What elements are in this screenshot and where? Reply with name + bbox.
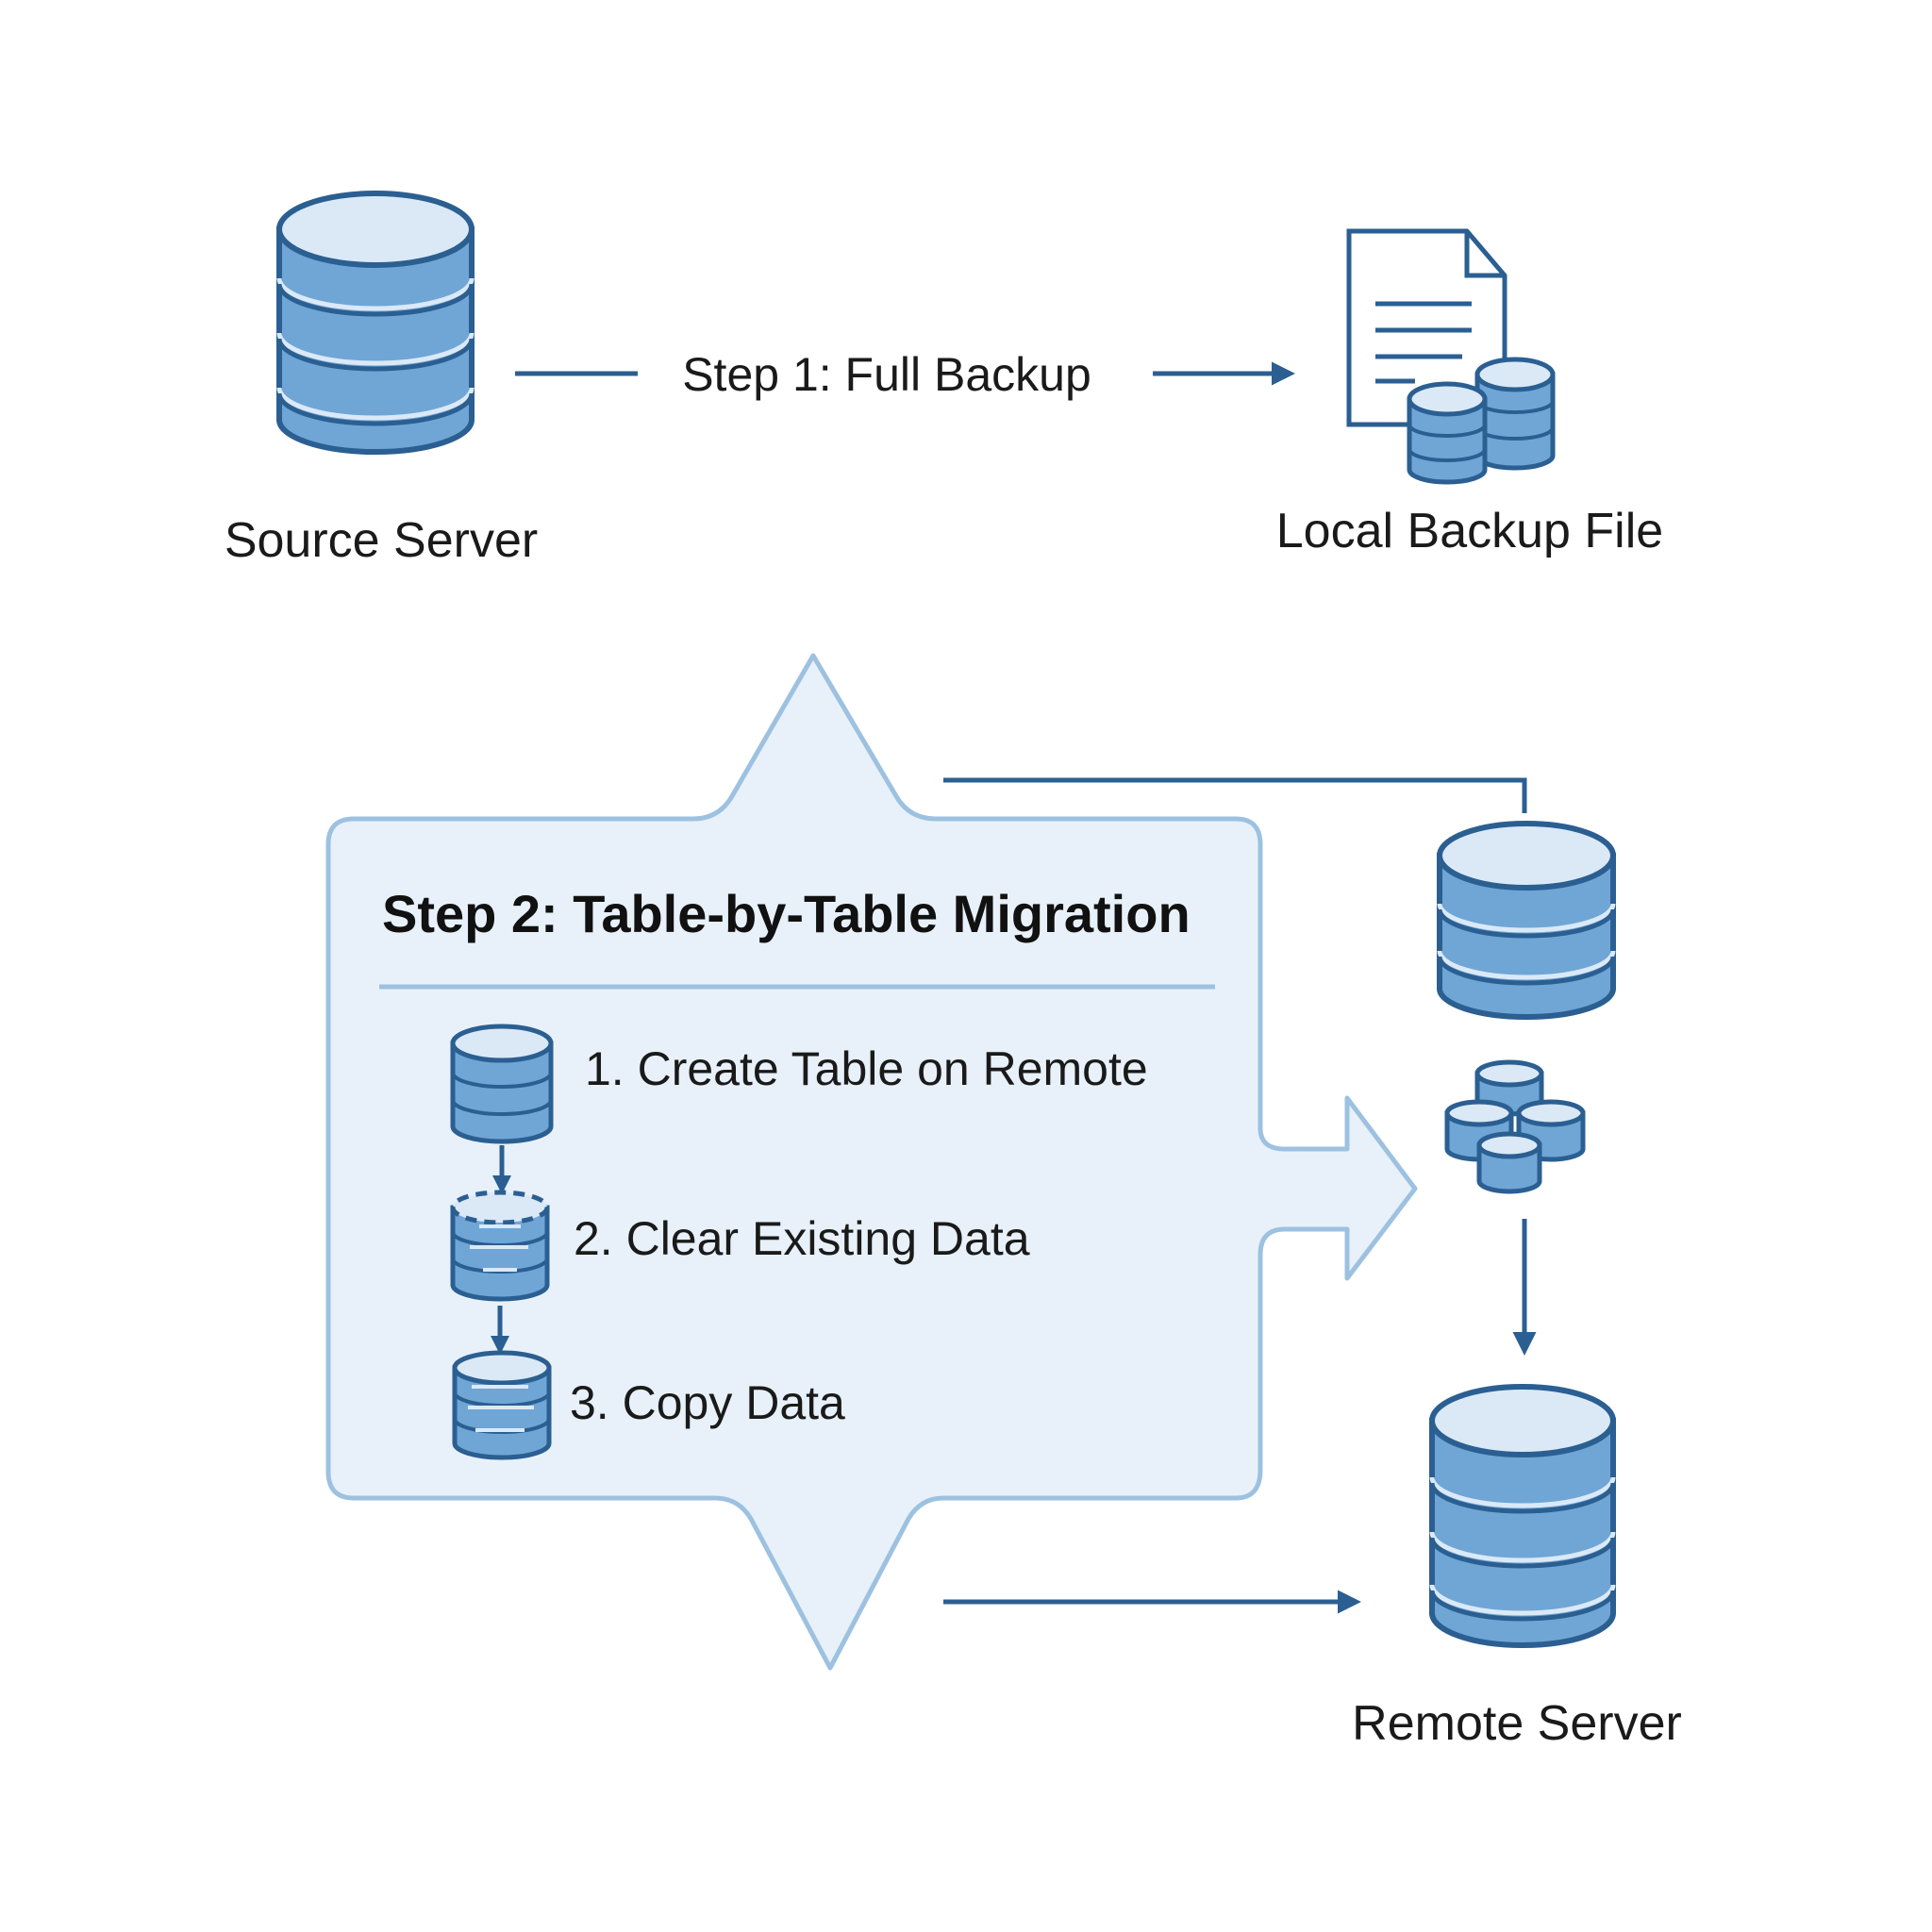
- migration-panel: [325, 653, 1418, 1671]
- create-table-database-icon: [450, 1024, 554, 1144]
- source-server-database-icon: [276, 191, 475, 455]
- remote-server-label: Remote Server: [1352, 1696, 1682, 1751]
- remote-server-database-icon: [1429, 1384, 1616, 1648]
- step1-label: Step 1: Full Backup: [682, 348, 1091, 401]
- step-copy-data-label: 3. Copy Data: [570, 1376, 845, 1429]
- migration-panel-title: Step 2: Table-by-Table Migration: [382, 884, 1191, 943]
- database-cluster-icon: [1444, 1059, 1586, 1194]
- copy-data-database-icon: [452, 1350, 552, 1460]
- backup-database-icon: [1407, 381, 1488, 485]
- backup-database-icon: [1474, 357, 1556, 471]
- local-backup-file-label: Local Backup File: [1276, 504, 1663, 558]
- remote-table-database-icon: [1437, 821, 1616, 1020]
- backup-file-icon: [1346, 228, 1507, 427]
- create-table-connector: [943, 777, 1527, 813]
- source-server-label: Source Server: [225, 513, 538, 568]
- step-clear-data-label: 2. Clear Existing Data: [574, 1212, 1030, 1265]
- clear-data-database-icon: [450, 1190, 550, 1302]
- step-create-table-label: 1. Create Table on Remote: [585, 1042, 1148, 1095]
